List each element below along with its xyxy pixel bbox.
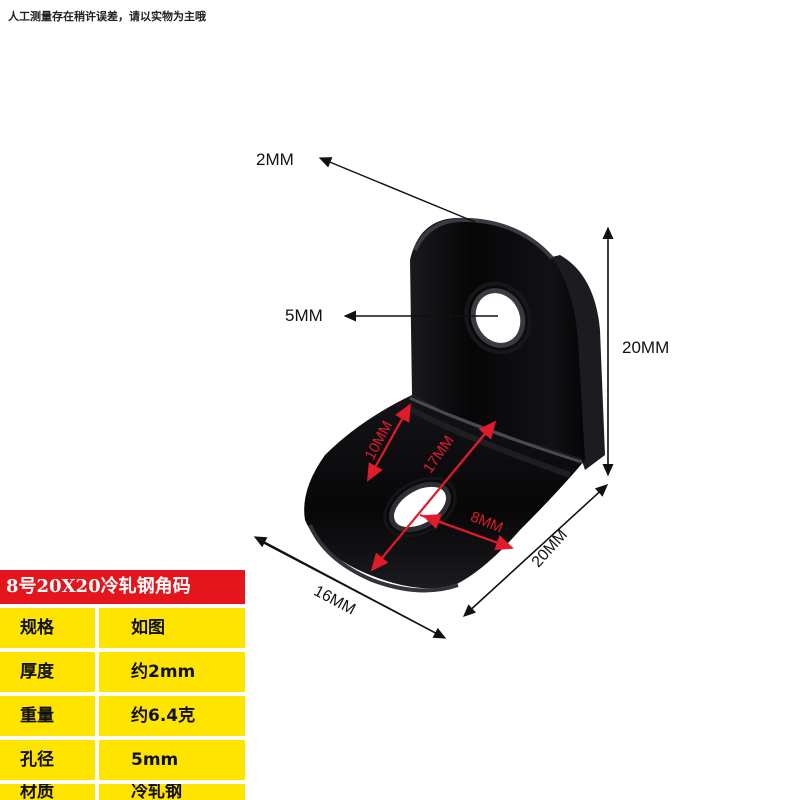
spec-value: 冷轧钢 bbox=[99, 784, 245, 800]
spec-key: 厚度 bbox=[0, 652, 95, 692]
spec-value: 如图 bbox=[99, 608, 245, 648]
thickness-dimension-line bbox=[318, 157, 476, 223]
spec-key: 孔径 bbox=[0, 740, 95, 780]
spec-key: 重量 bbox=[0, 696, 95, 736]
red-hole-line-b bbox=[422, 513, 513, 549]
upright-top-edge bbox=[413, 217, 554, 260]
length-dimension-line-b bbox=[253, 536, 446, 639]
red-short-line-b bbox=[367, 403, 411, 481]
measurement-disclaimer: 人工测量存在稍许误差，请以实物为主哦 bbox=[8, 10, 206, 23]
spec-row-spec: 规格 如图 bbox=[0, 608, 245, 648]
red-long-line-b bbox=[371, 420, 497, 571]
hole-diameter-label: 5MM bbox=[285, 306, 323, 325]
spec-key: 材质 bbox=[0, 784, 95, 800]
spec-row-weight: 重量 约6.4克 bbox=[0, 696, 245, 736]
spec-row-hole: 孔径 5mm bbox=[0, 740, 245, 780]
thickness-label: 2MM bbox=[256, 150, 294, 169]
upright-hole bbox=[470, 288, 526, 348]
spec-key: 规格 bbox=[0, 608, 95, 648]
spec-row-material: 材质 冷轧钢 bbox=[0, 784, 245, 800]
spec-row-thickness: 厚度 约2mm bbox=[0, 652, 245, 692]
width-dimension-line-b bbox=[462, 484, 608, 617]
spec-value: 约2mm bbox=[99, 652, 245, 692]
spec-title: 8号20X20冷轧钢角码 bbox=[0, 570, 245, 604]
spec-value: 5mm bbox=[99, 740, 245, 780]
base-edge-highlight bbox=[308, 524, 459, 593]
spec-value: 约6.4克 bbox=[99, 696, 245, 736]
height-label: 20MM bbox=[622, 338, 670, 357]
